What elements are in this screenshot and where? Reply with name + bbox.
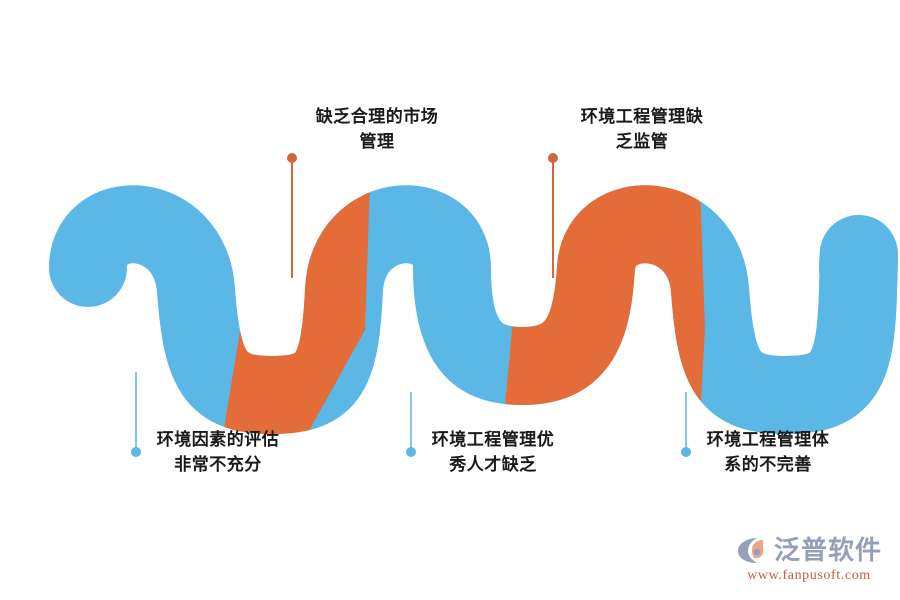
connector-bottom-1 (131, 372, 141, 457)
watermark-brand: 泛普软件 (773, 535, 882, 565)
callout-top-2: 环境工程管理缺 乏监管 (580, 107, 704, 151)
callout-bottom-1: 环境因素的评估 非常不充分 (156, 430, 280, 474)
callout-bottom-2: 环境工程管理优 秀人才缺乏 (431, 430, 555, 474)
callout-bottom-3: 环境工程管理体 系的不完善 (706, 430, 830, 474)
watermark-url: www.fanpusoft.com (747, 568, 871, 583)
connector-top-1 (287, 153, 297, 278)
fanpu-logo-icon (737, 538, 763, 563)
connector-top-2 (548, 153, 558, 278)
connector-bottom-3 (681, 392, 691, 457)
connector-bottom-2 (406, 392, 416, 457)
watermark: 泛普软件 www.fanpusoft.com (736, 535, 882, 584)
callout-top-1: 缺乏合理的市场 管理 (315, 107, 439, 151)
